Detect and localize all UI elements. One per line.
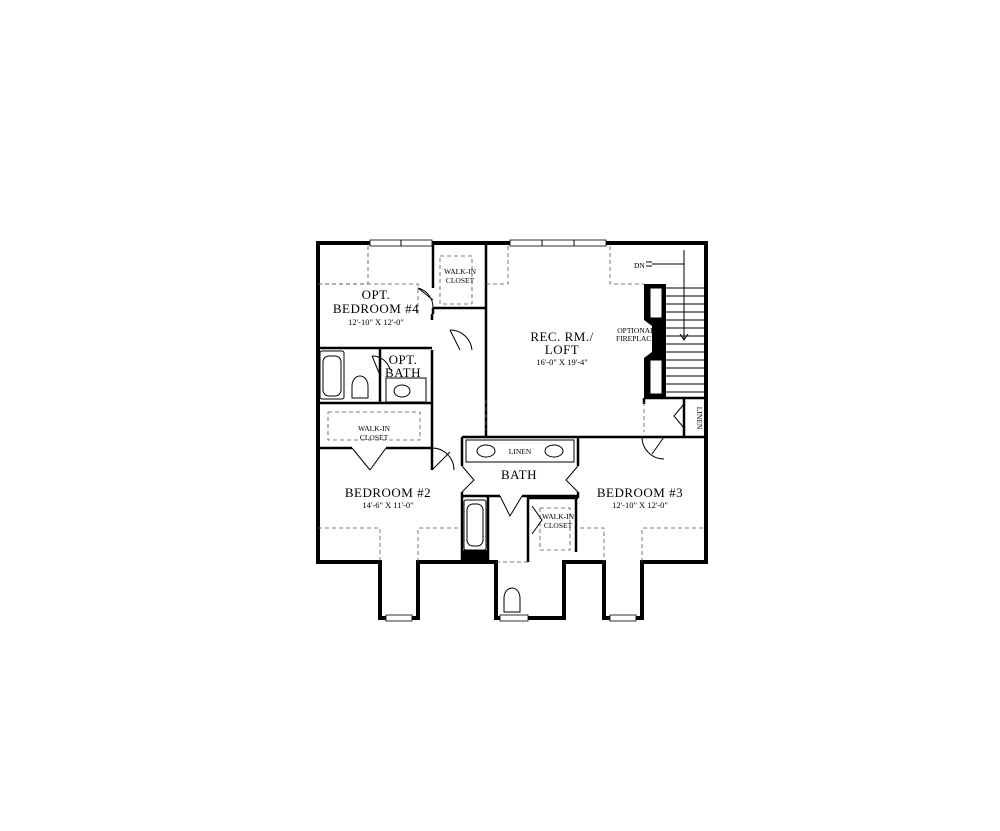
bedroom-3-dims: 12'-10" X 12'-0" <box>612 500 668 510</box>
walk-in-closet-top-line2: CLOSET <box>446 276 475 285</box>
fireplace-label-line1: OPTIONAL <box>617 326 655 335</box>
walk-in-closet-left-line2: CLOSET <box>360 433 389 442</box>
bath-linen-label: LINEN <box>509 447 532 456</box>
doors <box>351 287 685 535</box>
dashed-lines <box>318 246 706 563</box>
opt-bedroom-4-label-line2: BEDROOM #4 <box>333 301 419 316</box>
opt-bedroom-4-dims: 12'-10" X 12'-0" <box>348 317 404 327</box>
bath-label: BATH <box>501 467 537 482</box>
rec-room-dims: 16'-0" X 19'-4" <box>536 357 588 367</box>
stairs <box>646 250 706 393</box>
opt-bedroom-4-label-line1: OPT. <box>362 287 391 302</box>
labels: OPT. BEDROOM #4 12'-10" X 12'-0" WALK-IN… <box>333 261 704 530</box>
opt-bath-label-line2: BATH <box>385 365 421 380</box>
right-linen-label: LINEN <box>695 407 704 430</box>
opt-bath-label-line1: OPT. <box>389 352 418 367</box>
walk-in-closet-left-line1: WALK-IN <box>358 424 391 433</box>
walk-in-closet-bath-line2: CLOSET <box>544 521 573 530</box>
windows <box>369 239 637 622</box>
rec-room-label-line2: LOFT <box>545 342 580 357</box>
exterior-walls <box>316 241 708 620</box>
bedroom-2-dims: 14'-6" X 11'-0" <box>362 500 413 510</box>
walk-in-closet-bath-line1: WALK-IN <box>542 512 575 521</box>
rec-room-label-line1: REC. RM./ <box>530 329 593 344</box>
bedroom-2-label: BEDROOM #2 <box>345 485 431 500</box>
fireplace-label-line2: FIREPLACE <box>616 334 656 343</box>
walk-in-closet-top-line1: WALK-IN <box>444 267 477 276</box>
bedroom-3-label: BEDROOM #3 <box>597 485 683 500</box>
fixtures <box>319 284 666 613</box>
stairs-dn-label: DN <box>634 261 645 270</box>
